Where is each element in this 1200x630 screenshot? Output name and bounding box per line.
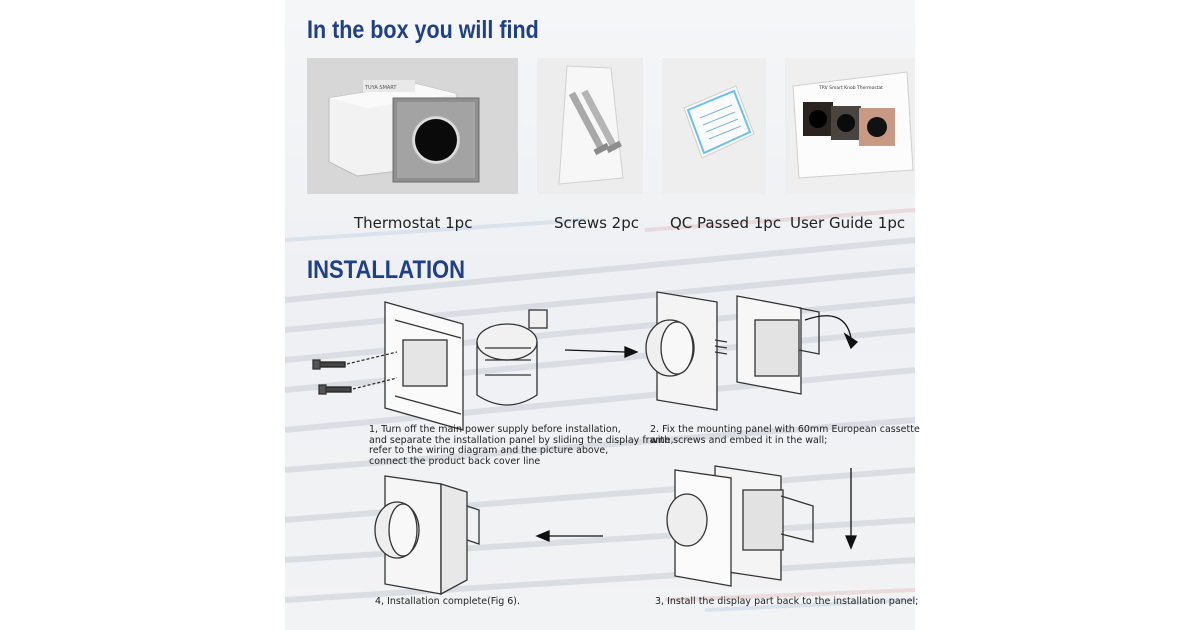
- caption-qc: QC Passed 1pc: [670, 214, 782, 232]
- user-guide-photo: TRV Smart Knob Thermostat: [785, 58, 915, 194]
- thermostat-photo: TUYA SMART: [307, 58, 518, 194]
- caption-screws: Screws 2pc: [554, 214, 639, 232]
- installation-step-3: 3, Install the display part back to the …: [655, 596, 919, 607]
- installation-step-4: 4, Installation complete(Fig 6).: [375, 596, 521, 607]
- product-info-panel: In the box you will find TUYA SMART: [284, 0, 920, 630]
- box-label: TUYA SMART: [364, 85, 397, 91]
- installation-step-1: 1, Turn off the main power supply before…: [369, 424, 674, 467]
- installation-step-2: 2. Fix the mounting panel with 60mm Euro…: [650, 424, 920, 446]
- caption-thermostat: Thermostat 1pc: [354, 214, 473, 232]
- installation-diagram: [312, 291, 859, 596]
- caption-user-guide: User Guide 1pc: [790, 214, 906, 232]
- guide-cover-title: TRV Smart Knob Thermostat: [818, 85, 883, 91]
- qc-card-photo: [662, 58, 766, 194]
- screws-photo: [537, 58, 643, 194]
- installation-heading: INSTALLATION: [307, 256, 466, 284]
- box-contents-heading: In the box you will find: [307, 16, 539, 44]
